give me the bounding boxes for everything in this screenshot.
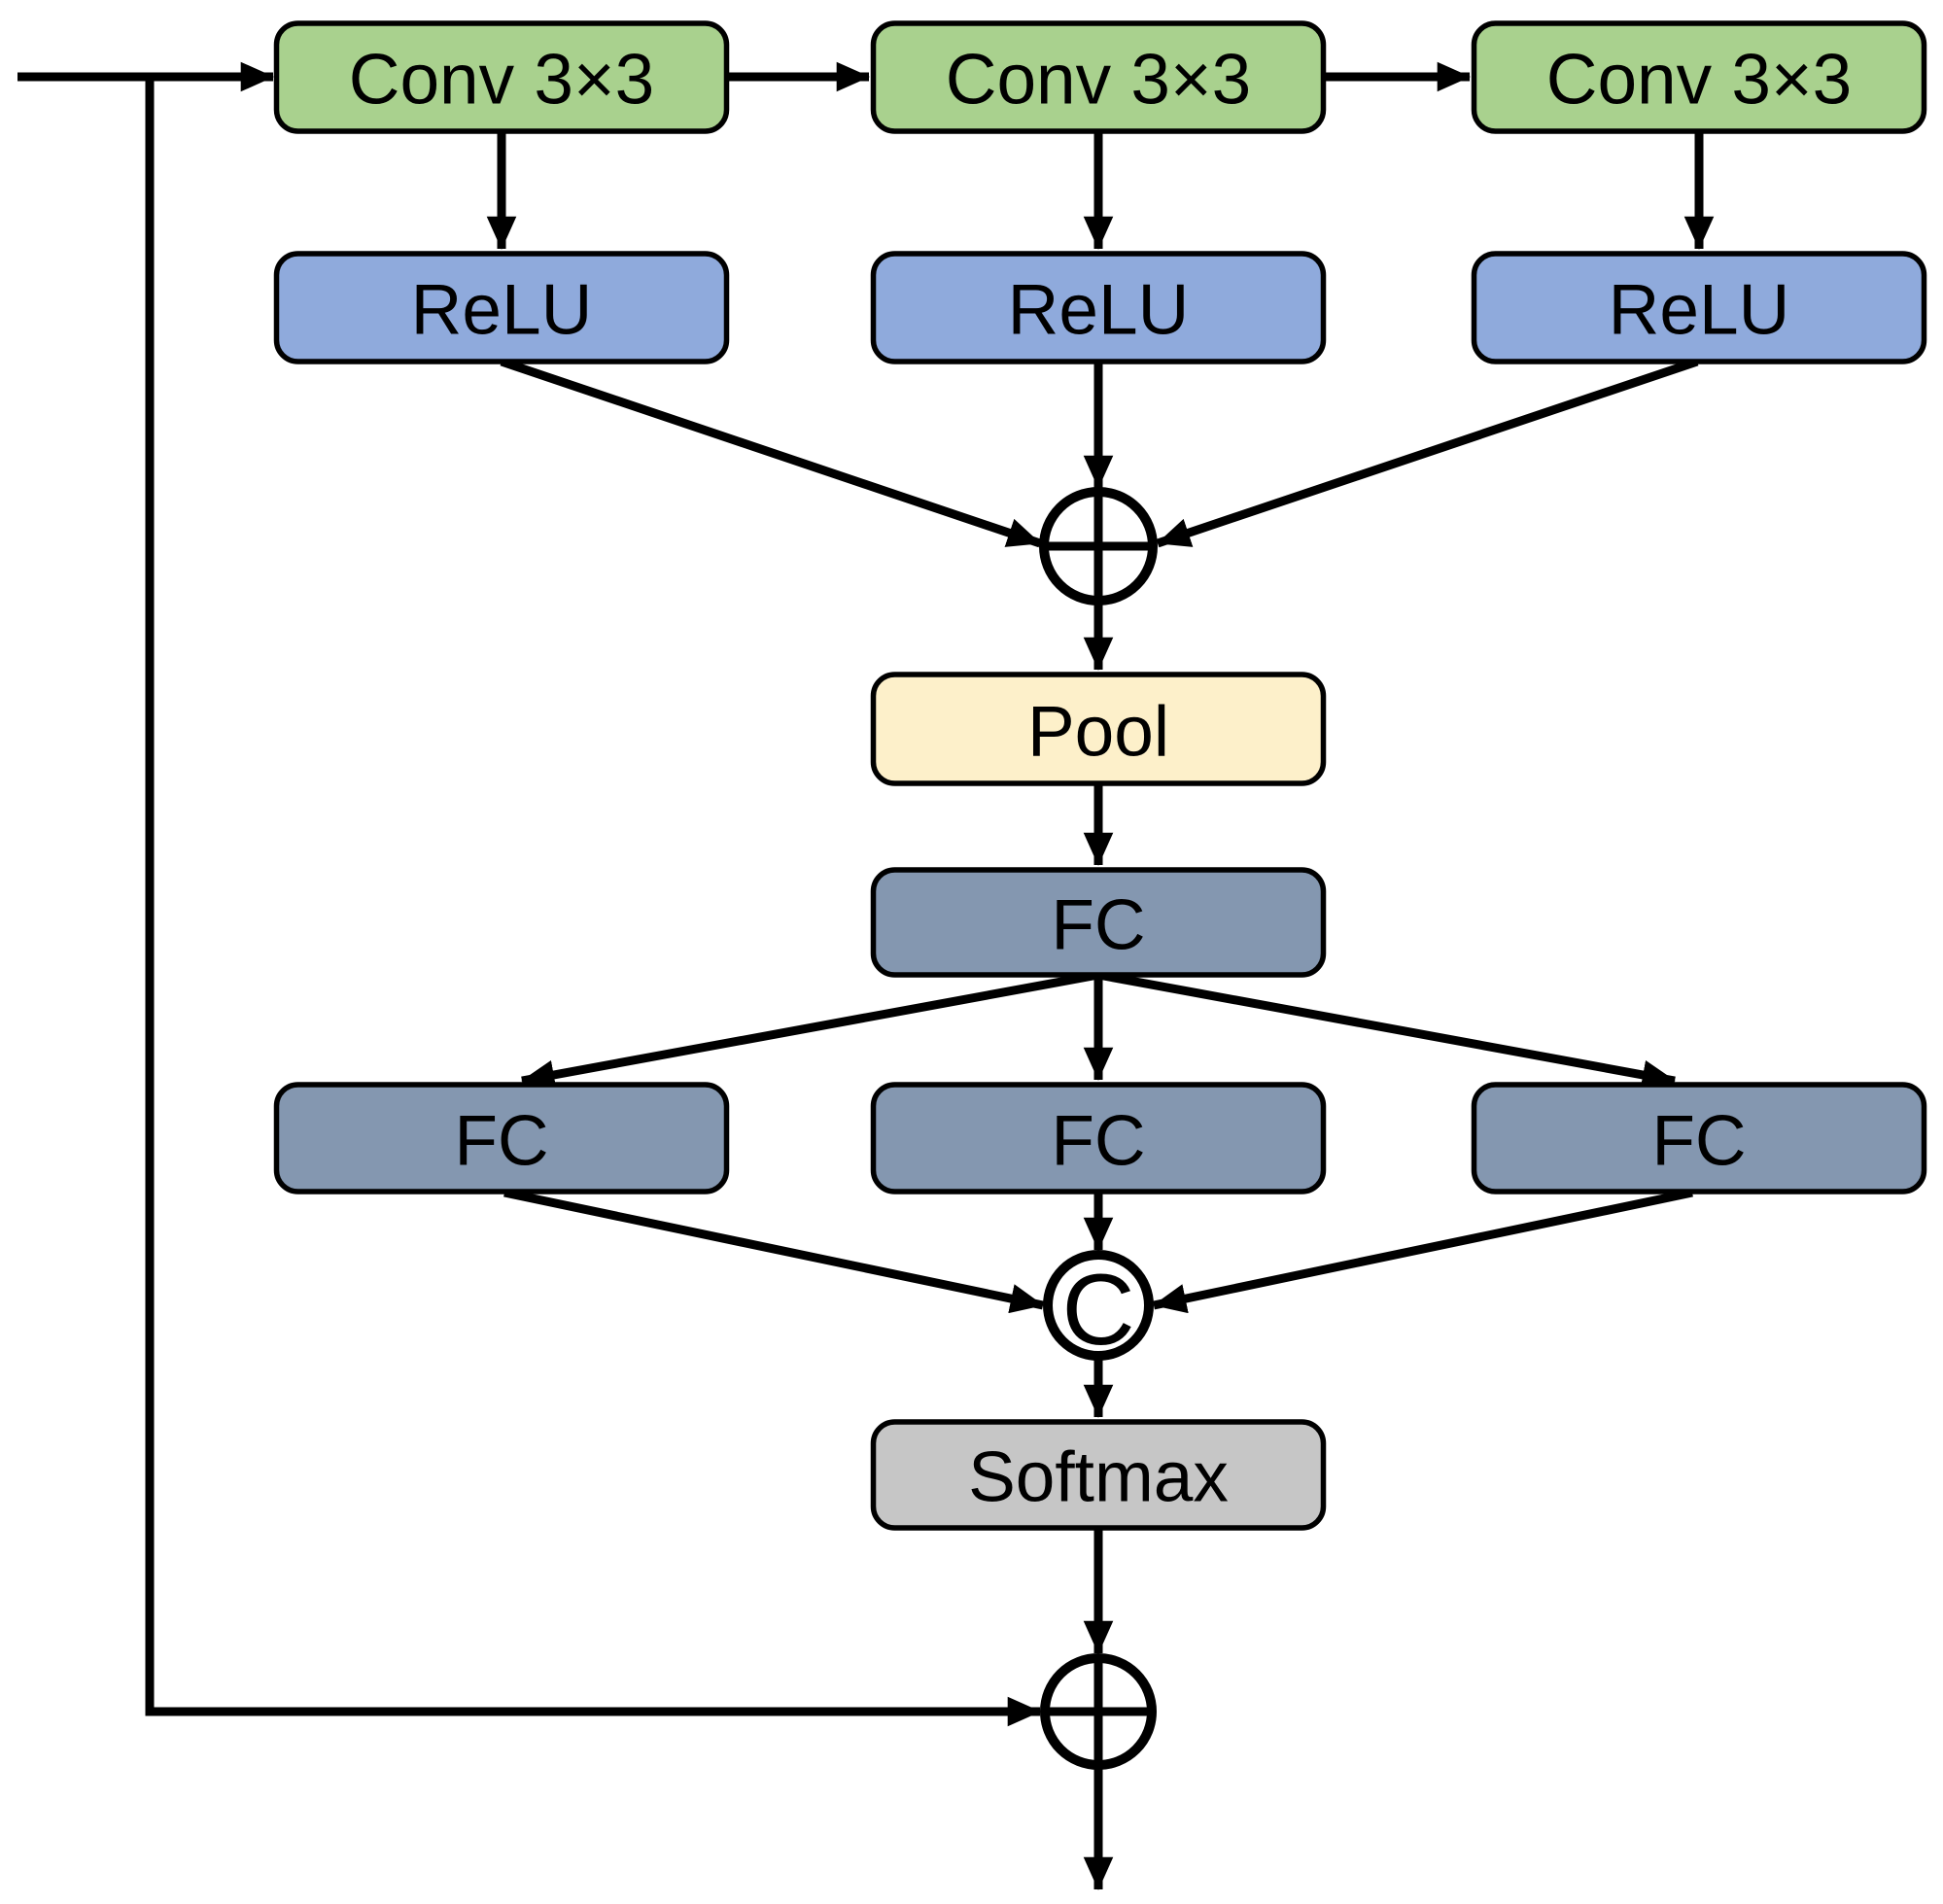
fc-right-box bbox=[1471, 1082, 1927, 1194]
edge-fc-fcleft bbox=[521, 970, 1099, 1090]
node-relu3: ReLU bbox=[1471, 251, 1927, 364]
add-node-bottom bbox=[1040, 1653, 1157, 1890]
pool-box bbox=[870, 672, 1327, 786]
edge-relu3-add bbox=[1156, 357, 1699, 548]
fc-mid-label: FC bbox=[1051, 1102, 1145, 1181]
concat-label: C bbox=[1061, 1254, 1134, 1367]
relu2-box bbox=[870, 251, 1327, 364]
node-conv3: Conv 3×3 bbox=[1471, 20, 1927, 134]
edge-fc-fcright bbox=[1097, 970, 1676, 1090]
node-softmax: Softmax bbox=[870, 1419, 1327, 1531]
node-fc-left: FC bbox=[273, 1082, 730, 1194]
relu3-label: ReLU bbox=[1609, 271, 1790, 350]
node-fc-main: FC bbox=[870, 867, 1327, 978]
node-fc-mid: FC bbox=[870, 1082, 1327, 1194]
conv1-label: Conv 3×3 bbox=[349, 41, 655, 120]
conv1-box bbox=[273, 20, 730, 134]
fc-left-box bbox=[273, 1082, 730, 1194]
add-node-top bbox=[1039, 487, 1158, 671]
node-relu1: ReLU bbox=[273, 251, 730, 364]
fc-main-box bbox=[870, 867, 1327, 978]
softmax-label: Softmax bbox=[968, 1438, 1229, 1517]
fc-right-label: FC bbox=[1651, 1102, 1746, 1181]
conv2-box bbox=[870, 20, 1327, 134]
conv3-box bbox=[1471, 20, 1927, 134]
relu2-label: ReLU bbox=[1008, 271, 1190, 350]
edge-skip-connection bbox=[145, 77, 1041, 1727]
relu3-box bbox=[1471, 251, 1927, 364]
node-fc-right: FC bbox=[1471, 1082, 1927, 1194]
fc-main-label: FC bbox=[1051, 886, 1145, 965]
fc-left-label: FC bbox=[454, 1102, 548, 1181]
conv3-label: Conv 3×3 bbox=[1546, 41, 1853, 120]
pool-label: Pool bbox=[1027, 693, 1169, 772]
edge-fcright-concat bbox=[1153, 1188, 1693, 1314]
edge-fcleft-concat bbox=[503, 1188, 1044, 1314]
conv2-label: Conv 3×3 bbox=[946, 41, 1252, 120]
relu1-box bbox=[273, 251, 730, 364]
softmax-box bbox=[870, 1419, 1327, 1531]
node-relu2: ReLU bbox=[870, 251, 1327, 364]
node-conv2: Conv 3×3 bbox=[870, 20, 1327, 134]
relu1-label: ReLU bbox=[411, 271, 593, 350]
edge-relu1-add bbox=[500, 357, 1042, 548]
node-pool: Pool bbox=[870, 672, 1327, 786]
node-conv1: Conv 3×3 bbox=[273, 20, 730, 134]
concat-node: C bbox=[1043, 1250, 1154, 1367]
fc-mid-box bbox=[870, 1082, 1327, 1194]
